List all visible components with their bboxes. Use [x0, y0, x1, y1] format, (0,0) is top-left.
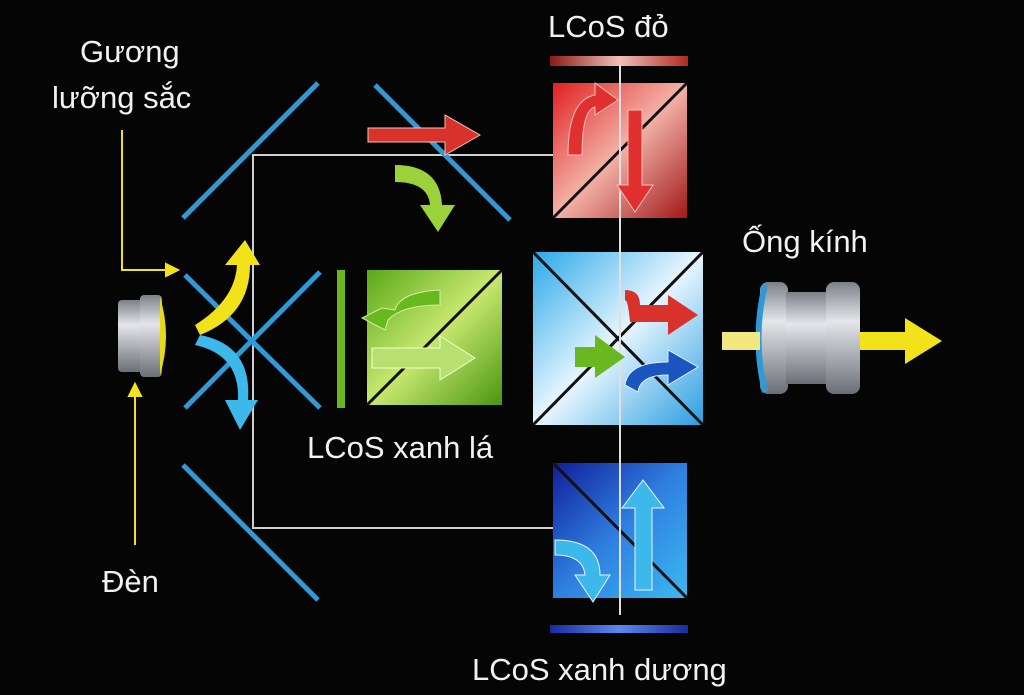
mirror-top-left	[181, 81, 320, 220]
mirror-cross-b	[183, 270, 322, 410]
yellow-arrow-up	[195, 240, 260, 335]
light-arrows	[195, 82, 942, 603]
callout-arrows	[121, 130, 181, 545]
green-arrow-forward	[371, 335, 476, 381]
blue-arrow-out	[624, 349, 699, 393]
red-arrow-out	[625, 290, 698, 335]
label-lamp: Đèn	[102, 564, 159, 599]
blue-arrow-turn	[554, 539, 611, 603]
lcos-red-panel	[550, 56, 688, 66]
blue-arrow-up	[621, 479, 665, 591]
green-arrow-back	[360, 289, 441, 331]
lamp	[118, 295, 166, 377]
yellow-input-beam	[722, 332, 760, 350]
dichroic-mirrors	[181, 81, 512, 602]
red-arrow-down	[616, 109, 654, 213]
combiner-prism	[531, 250, 705, 427]
output-arrow	[860, 318, 942, 364]
label-dichroic-mirror-2: lưỡng sắc	[52, 80, 191, 115]
red-arrow-in	[367, 114, 482, 156]
cyan-arrow-down	[195, 335, 258, 430]
lcos-blue-panel	[550, 625, 688, 633]
mirror-top-right	[373, 83, 512, 222]
label-lcos-red: LCoS đỏ	[548, 9, 669, 44]
green-arrow-turn	[395, 165, 455, 232]
lcos-green-panel	[337, 270, 345, 408]
label-lens: Ống kính	[742, 223, 868, 259]
green-arrow-combine	[575, 335, 625, 378]
label-dichroic-mirror-1: Gương	[80, 34, 180, 69]
label-lcos-blue: LCoS xanh dương	[472, 652, 727, 687]
mirror-bottom	[181, 463, 320, 602]
label-lcos-green: LCoS xanh lá	[307, 430, 494, 465]
red-arrow-up	[567, 82, 619, 156]
projection-lens	[755, 282, 860, 394]
